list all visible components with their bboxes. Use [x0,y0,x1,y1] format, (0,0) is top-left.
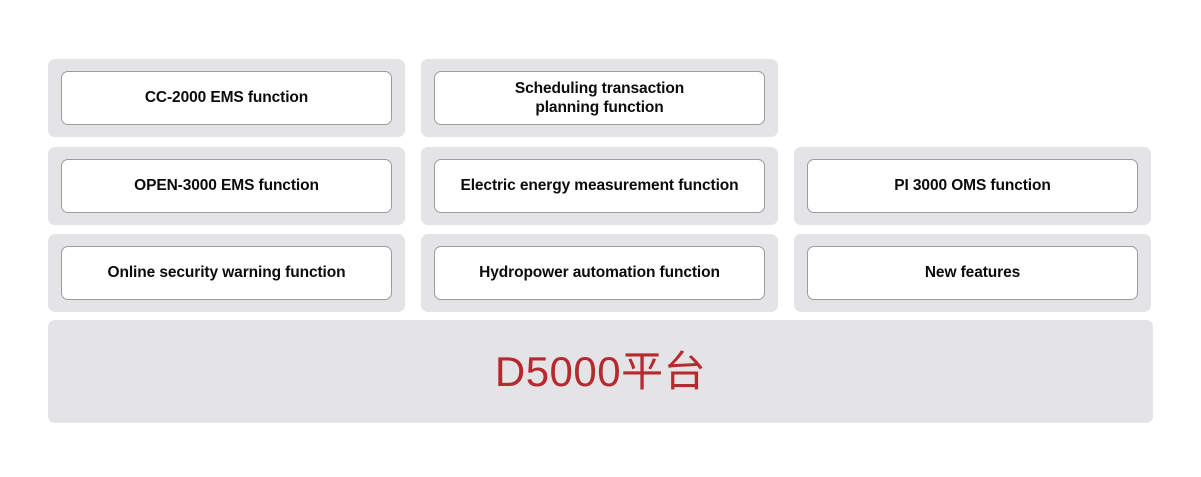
function-card-label: Electric energy measurement function [460,177,739,195]
function-card-r2c1[interactable]: OPEN-3000 EMS function [61,159,392,213]
function-card-label: New features [924,264,1021,282]
function-card-label: Hydropower automation function [479,264,720,282]
function-cell-r1c3-empty [794,59,1151,137]
function-card-label: OPEN-3000 EMS function [134,177,319,195]
function-card-label: Online security warning function [107,264,346,282]
function-row-3: Online security warning function Hydropo… [48,234,1153,312]
platform-bar[interactable]: D5000平台 [48,320,1153,423]
function-cell-r2c2[interactable]: Electric energy measurement function [421,147,778,225]
function-card-r2c2[interactable]: Electric energy measurement function [434,159,765,213]
function-card-r3c3[interactable]: New features [807,246,1138,300]
function-cell-r2c1[interactable]: OPEN-3000 EMS function [48,147,405,225]
function-cell-r1c1[interactable]: CC-2000 EMS function [48,59,405,137]
function-card-label: CC-2000 EMS function [144,89,309,107]
function-card-r3c1[interactable]: Online security warning function [61,246,392,300]
function-card-r3c2[interactable]: Hydropower automation function [434,246,765,300]
function-cell-r2c3[interactable]: PI 3000 OMS function [794,147,1151,225]
function-card-r1c1[interactable]: CC-2000 EMS function [61,71,392,125]
function-row-1: CC-2000 EMS function Scheduling transact… [48,59,1153,137]
function-cell-r3c3[interactable]: New features [794,234,1151,312]
function-row-2: OPEN-3000 EMS function Electric energy m… [48,147,1153,225]
function-card-label: PI 3000 OMS function [894,177,1051,195]
function-cell-r3c2[interactable]: Hydropower automation function [421,234,778,312]
platform-title: D5000平台 [494,347,707,395]
function-card-r2c3[interactable]: PI 3000 OMS function [807,159,1138,213]
function-cell-r3c1[interactable]: Online security warning function [48,234,405,312]
